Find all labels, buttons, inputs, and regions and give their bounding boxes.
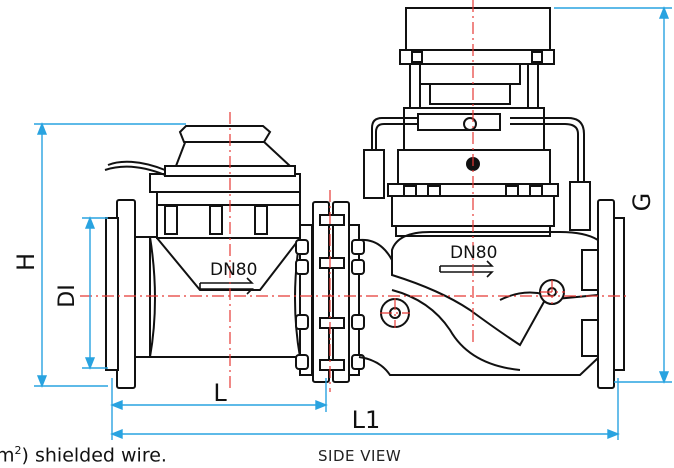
water-meter-body [104, 125, 301, 389]
centerlines [80, 0, 630, 392]
fragment-superscript: 2 [14, 444, 22, 457]
fragment-before: m [0, 444, 15, 467]
dimension-label-dl: DI [55, 284, 80, 307]
cropped-text-fragment: m2) shielded wire. [0, 444, 167, 466]
control-valve-body [358, 7, 625, 389]
dimension-label-l: L [213, 379, 227, 407]
dimension-label-h: H [12, 253, 40, 271]
dimension-lines [34, 6, 672, 440]
flow-arrow-left [199, 277, 254, 295]
size-label-right: DN80 [450, 243, 497, 263]
dimension-label-l1: L1 [352, 406, 381, 434]
view-caption: SIDE VIEW [318, 447, 402, 465]
connecting-flanges [295, 201, 365, 383]
size-label-left: DN80 [210, 260, 257, 280]
dimension-label-g: G [628, 193, 656, 212]
flow-arrow-right [439, 260, 494, 278]
fragment-after: ) shielded wire. [21, 444, 167, 467]
